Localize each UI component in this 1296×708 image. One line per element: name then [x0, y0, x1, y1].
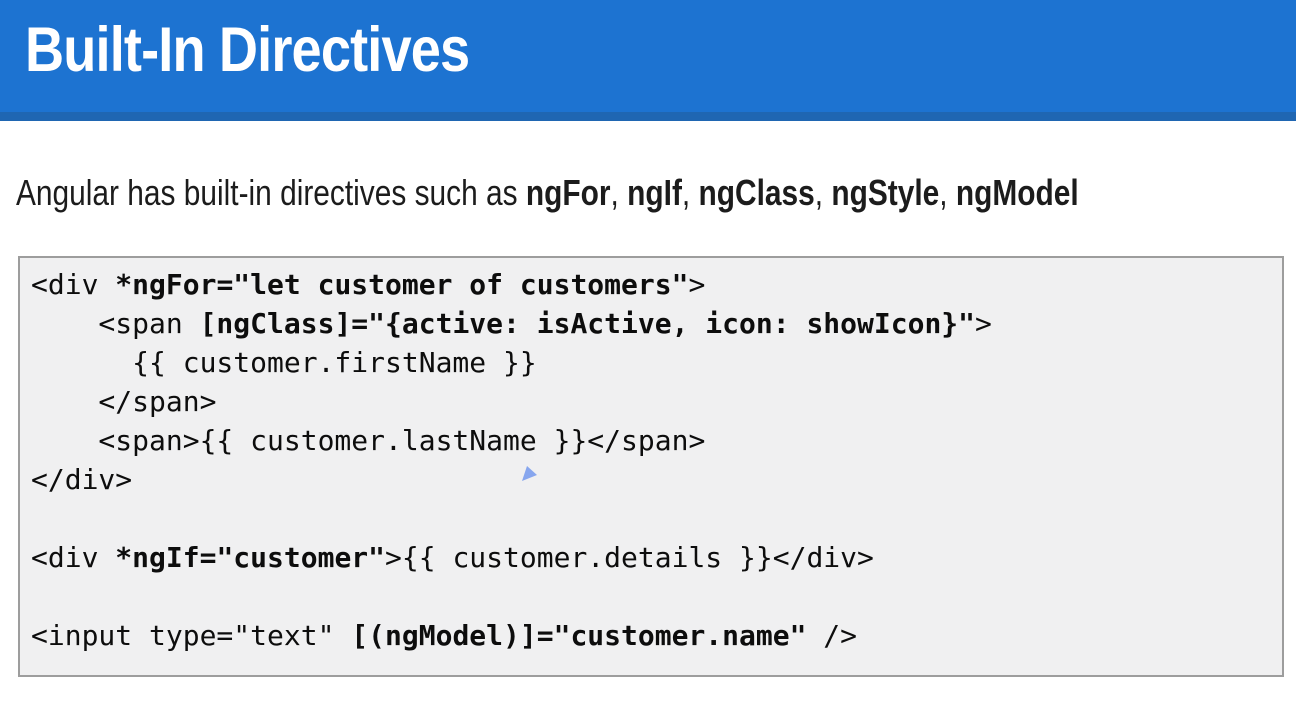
header-stripe	[0, 112, 1296, 121]
bold-segment: ngIf	[627, 172, 682, 213]
text-segment: {{ customer.firstName }}	[31, 346, 537, 379]
bold-segment: ngClass	[698, 172, 815, 213]
code-line	[31, 499, 1272, 538]
text-segment: ,	[681, 172, 699, 213]
text-segment: Angular has built-in directives such as	[16, 172, 526, 213]
code-line: </div>	[31, 460, 1272, 499]
text-segment: >	[688, 268, 706, 301]
code-line: <input type="text" [(ngModel)]="customer…	[31, 616, 1272, 655]
code-line: {{ customer.firstName }}	[31, 343, 1272, 382]
bold-segment: ngFor	[525, 172, 611, 213]
bold-segment: ngStyle	[831, 172, 940, 213]
code-line: <span>{{ customer.lastName }}</span>	[31, 421, 1272, 460]
text-segment: <input type="text"	[31, 619, 352, 652]
intro-text: Angular has built-in directives such as …	[16, 173, 1079, 213]
bold-segment: [(ngModel)]="customer.name"	[351, 619, 807, 652]
bold-segment: *ngFor="let customer of customers"	[115, 268, 689, 301]
page-title: Built-In Directives	[25, 15, 470, 85]
code-line	[31, 577, 1272, 616]
text-segment: >{{ customer.details }}</div>	[385, 541, 874, 574]
text-segment: </span>	[31, 385, 217, 418]
text-segment: <div	[31, 268, 116, 301]
code-line: <div *ngFor="let customer of customers">	[31, 265, 1272, 304]
code-line: </span>	[31, 382, 1272, 421]
text-segment: </div>	[31, 463, 133, 496]
header-bar: Built-In Directives	[0, 0, 1296, 112]
bold-segment: [ngClass]="{active: isActive, icon: show…	[199, 307, 976, 340]
text-segment: ,	[610, 172, 628, 213]
cursor-arrow-icon	[522, 466, 537, 481]
code-block: <div *ngFor="let customer of customers">…	[18, 256, 1284, 677]
bold-segment: ngModel	[955, 172, 1079, 213]
bold-segment: *ngIf="customer"	[115, 541, 386, 574]
text-segment: />	[806, 619, 858, 652]
code-line: <div *ngIf="customer">{{ customer.detail…	[31, 538, 1272, 577]
text-segment: <div	[31, 541, 116, 574]
text-segment: ,	[939, 172, 956, 213]
text-segment: <span>{{ customer.lastName }}</span>	[31, 424, 706, 457]
mouse-cursor-icon	[522, 466, 538, 483]
code-line: <span [ngClass]="{active: isActive, icon…	[31, 304, 1272, 343]
text-segment: <span	[31, 307, 200, 340]
text-segment: ,	[814, 172, 832, 213]
text-segment: >	[975, 307, 992, 340]
